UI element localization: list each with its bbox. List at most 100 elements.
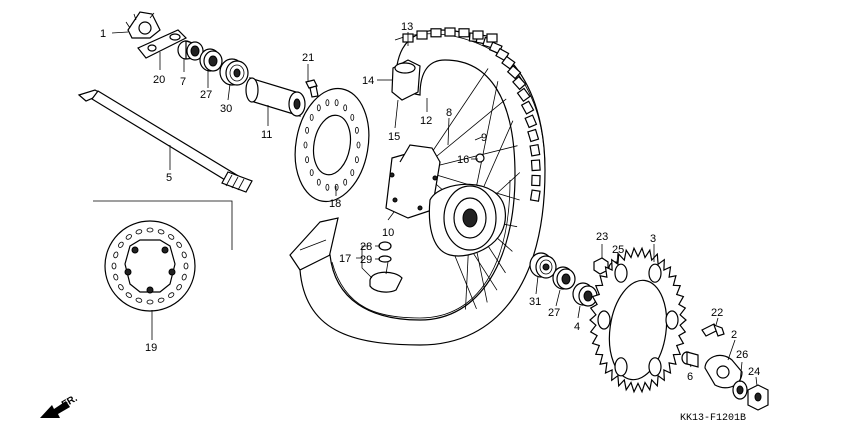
rim-lock	[391, 59, 421, 101]
spare-disc-hole	[135, 297, 143, 303]
front-direction-label: FR.	[60, 393, 80, 411]
axle-collar	[177, 40, 204, 61]
disc-hole	[305, 156, 310, 164]
callout-25: 25	[612, 244, 624, 256]
spare-disc-hole	[146, 227, 154, 233]
spare-disc-hole	[118, 284, 124, 291]
disc-hole	[309, 169, 314, 177]
disc-hole	[343, 104, 348, 112]
disc-hole	[316, 104, 321, 112]
bearing-left	[219, 58, 249, 86]
spare-brake-disc	[104, 220, 196, 312]
callout-9: 9	[481, 132, 487, 144]
callout-10: 10	[382, 227, 394, 239]
disc-hole	[303, 141, 308, 149]
callout-4: 4	[574, 321, 580, 333]
chain-adjuster-left	[125, 11, 161, 39]
tread-block	[430, 28, 442, 38]
disc-hole	[343, 178, 348, 186]
spoke-nipple	[475, 153, 485, 163]
sprocket-lightening-hole	[597, 310, 611, 330]
tread-block	[512, 75, 527, 91]
spare-disc-hole	[125, 292, 132, 298]
tread-block	[516, 87, 531, 103]
disc-hole	[334, 99, 339, 107]
tread-block	[529, 189, 541, 202]
dust-seal-left	[199, 48, 223, 72]
spare-disc-hole	[183, 262, 189, 270]
tread-block	[416, 30, 428, 40]
spare-disc-hole	[168, 292, 175, 298]
leader-lines	[111, 31, 758, 387]
callout-24: 24	[748, 366, 760, 378]
callout-20: 20	[153, 74, 165, 86]
spare-disc-hole	[135, 229, 143, 235]
callout-12: 12	[420, 115, 432, 127]
callout-1: 1	[100, 28, 106, 40]
sprocket-bolt	[701, 323, 725, 337]
spare-disc-hole	[176, 284, 182, 291]
rear-wheel	[299, 27, 546, 346]
spare-disc-hole	[113, 273, 119, 281]
tread-block	[529, 143, 541, 157]
tread-block	[472, 30, 484, 40]
tread-block	[501, 55, 516, 70]
spare-disc-hole	[111, 262, 117, 270]
disc-hole	[334, 183, 339, 191]
disc-hole	[350, 114, 355, 121]
wheel-hub	[385, 144, 506, 257]
axle-washer	[732, 380, 748, 400]
front-direction-arrow: FR.	[40, 393, 80, 418]
sprocket-collar	[572, 282, 598, 307]
callout-26: 26	[736, 349, 748, 361]
distance-collar	[245, 77, 306, 117]
sprocket-lightening-hole	[614, 263, 628, 283]
figure-code: KK13-F1201B	[680, 413, 746, 424]
brake-disc	[294, 87, 370, 203]
callout-30: 30	[220, 103, 232, 115]
spare-disc-hole	[168, 234, 175, 240]
tread-block	[458, 28, 470, 38]
tread-block	[531, 174, 541, 187]
callout-13: 13	[401, 21, 413, 33]
callout-19: 19	[145, 342, 157, 354]
disc-hole	[316, 178, 321, 186]
spare-disc-hole	[181, 251, 187, 259]
disc-hole	[325, 183, 330, 191]
callout-22: 22	[711, 307, 723, 319]
tire-tread	[402, 27, 541, 202]
callout-17: 17	[339, 253, 351, 265]
disc-hole	[354, 156, 359, 164]
sprocket-lightening-hole	[648, 263, 662, 283]
callout-5: 5	[166, 172, 172, 184]
disc-hole	[309, 114, 314, 121]
callout-16: 16	[457, 154, 469, 166]
tread-block	[530, 159, 541, 172]
tire-valve	[369, 241, 403, 293]
callout-18: 18	[329, 198, 341, 210]
tread-block	[520, 100, 535, 115]
spare-disc-hole	[118, 241, 124, 248]
callout-15: 15	[388, 131, 400, 143]
callout-31: 31	[529, 296, 541, 308]
sprocket-lightening-hole	[665, 310, 679, 330]
tread-block	[444, 27, 456, 37]
spare-disc-hole	[181, 273, 187, 281]
spare-disc-hole	[125, 234, 132, 240]
callout-29: 29	[360, 254, 372, 266]
adjuster-collar	[681, 351, 699, 368]
callout-11: 11	[261, 129, 272, 141]
bearing-right	[529, 252, 557, 279]
callout-6: 6	[687, 371, 693, 383]
spare-disc-frame	[93, 200, 233, 250]
disc-hole	[354, 126, 359, 134]
callout-23: 23	[596, 231, 608, 243]
callout-21: 21	[302, 52, 314, 64]
adjuster-plate	[137, 29, 188, 59]
spare-disc-hole	[113, 251, 119, 259]
tread-block	[506, 65, 522, 80]
spare-disc-hole	[176, 241, 182, 248]
spare-disc-hole	[157, 229, 165, 235]
callout-27-left: 27	[200, 89, 212, 101]
